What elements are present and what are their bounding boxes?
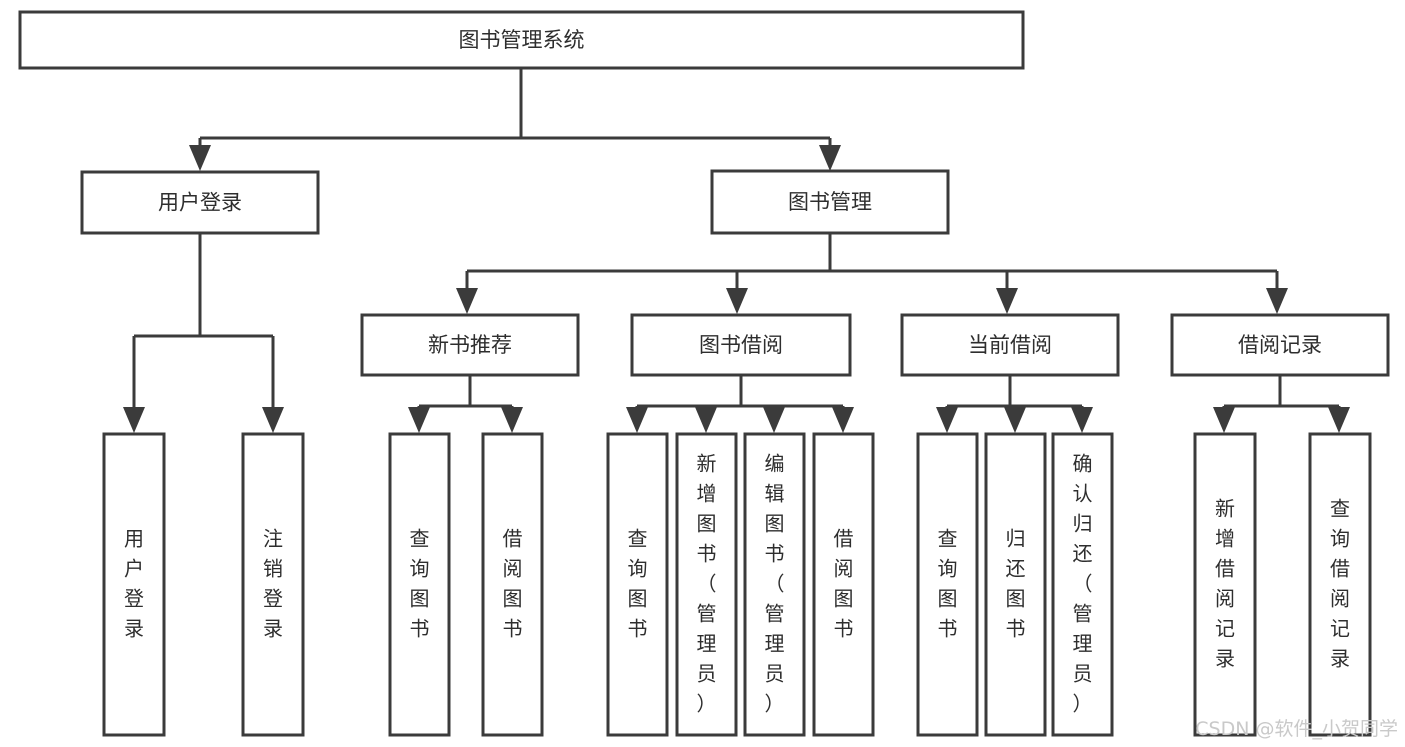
node-box-book-borrow[interactable] (630, 313, 852, 377)
node-leaf-add-record[interactable]: 新增借阅记录 (1193, 432, 1257, 737)
node-box-new-book-recommend[interactable] (360, 313, 580, 377)
node-leaf-query-book-2[interactable]: 查询图书 (606, 432, 669, 737)
connector-arrow-icon (936, 407, 958, 433)
node-leaf-add-book[interactable]: 新增图书（管理员） (675, 432, 738, 737)
node-label-new-book-recommend: 新书推荐 (428, 333, 512, 357)
connector-arrow-icon (1266, 288, 1288, 314)
node-book-borrow[interactable]: 图书借阅 (630, 313, 852, 377)
node-box-leaf-edit-book[interactable] (743, 432, 806, 737)
connector-arrow-icon (262, 407, 284, 433)
node-box-user-login[interactable] (80, 170, 320, 235)
connector-arrow-icon (832, 407, 854, 433)
node-box-leaf-user-login[interactable] (102, 432, 166, 737)
node-label-leaf-query-book-2: 查询图书 (628, 526, 648, 640)
node-label-leaf-query-book-1: 查询图书 (410, 526, 430, 640)
node-leaf-borrow-book-2[interactable]: 借阅图书 (812, 432, 875, 737)
node-label-leaf-add-book: 新增图书（管理员） (697, 451, 717, 715)
connector-arrow-icon (626, 407, 648, 433)
node-box-leaf-confirm-return[interactable] (1051, 432, 1114, 737)
connector-arrow-icon (123, 407, 145, 433)
node-leaf-logout[interactable]: 注销登录 (241, 432, 305, 737)
node-label-leaf-query-record: 查询借阅记录 (1330, 496, 1350, 670)
node-box-leaf-query-record[interactable] (1308, 432, 1372, 737)
node-label-book-borrow: 图书借阅 (699, 333, 783, 357)
node-label-leaf-add-record: 新增借阅记录 (1215, 496, 1235, 670)
connector-arrow-icon (189, 145, 211, 171)
connector-group-bus-root (189, 68, 841, 171)
connector-arrow-icon (695, 407, 717, 433)
node-box-leaf-add-record[interactable] (1193, 432, 1257, 737)
connector-arrow-icon (996, 288, 1018, 314)
connector-group-bus-borrow-record (1213, 375, 1350, 433)
node-leaf-user-login[interactable]: 用户登录 (102, 432, 166, 737)
node-root[interactable]: 图书管理系统 (18, 10, 1025, 70)
node-leaf-query-record[interactable]: 查询借阅记录 (1308, 432, 1372, 737)
connector-arrow-icon (726, 288, 748, 314)
node-box-current-borrow[interactable] (900, 313, 1120, 377)
node-label-current-borrow: 当前借阅 (968, 333, 1052, 357)
connector-group-bus-book-borrow (626, 375, 854, 433)
node-box-book-manage[interactable] (710, 169, 950, 235)
connector-arrow-icon (819, 145, 841, 171)
node-leaf-return-book[interactable]: 归还图书 (984, 432, 1047, 737)
node-label-leaf-return-book: 归还图书 (1006, 526, 1026, 640)
connector-arrow-icon (1213, 407, 1235, 433)
node-label-leaf-query-book-3: 查询图书 (938, 526, 958, 640)
node-box-borrow-record[interactable] (1170, 313, 1390, 377)
connector-arrow-icon (1328, 407, 1350, 433)
node-label-borrow-record: 借阅记录 (1238, 333, 1322, 357)
node-current-borrow[interactable]: 当前借阅 (900, 313, 1120, 377)
node-label-leaf-borrow-book-2: 借阅图书 (834, 526, 854, 640)
node-label-book-manage: 图书管理 (788, 190, 872, 214)
node-label-leaf-logout: 注销登录 (263, 526, 283, 640)
node-leaf-confirm-return[interactable]: 确认归还（管理员） (1051, 432, 1114, 737)
node-box-root[interactable] (18, 10, 1025, 70)
connector-arrow-icon (501, 407, 523, 433)
connector-arrow-icon (1071, 407, 1093, 433)
node-box-leaf-query-book-1[interactable] (388, 432, 451, 737)
connector-group-bus-new-book-recommend (408, 375, 523, 433)
node-label-leaf-edit-book: 编辑图书（管理员） (765, 451, 785, 715)
connector-arrow-icon (408, 407, 430, 433)
node-box-leaf-return-book[interactable] (984, 432, 1047, 737)
node-label-user-login: 用户登录 (158, 191, 242, 215)
node-leaf-query-book-3[interactable]: 查询图书 (916, 432, 979, 737)
connector-group-bus-user-login (123, 233, 284, 433)
connector-arrow-icon (763, 407, 785, 433)
connector-group-bus-current-borrow (936, 375, 1093, 433)
node-label-root: 图书管理系统 (459, 28, 585, 52)
node-box-leaf-query-book-2[interactable] (606, 432, 669, 737)
node-new-book-recommend[interactable]: 新书推荐 (360, 313, 580, 377)
node-leaf-query-book-1[interactable]: 查询图书 (388, 432, 451, 737)
connector-group-bus-book-manage (456, 233, 1288, 314)
node-box-leaf-borrow-book-2[interactable] (812, 432, 875, 737)
node-label-leaf-user-login: 用户登录 (124, 526, 144, 640)
node-user-login[interactable]: 用户登录 (80, 170, 320, 235)
node-box-leaf-query-book-3[interactable] (916, 432, 979, 737)
connector-arrow-icon (1004, 407, 1026, 433)
node-label-leaf-borrow-book-1: 借阅图书 (503, 526, 523, 640)
node-box-leaf-add-book[interactable] (675, 432, 738, 737)
node-box-leaf-borrow-book-1[interactable] (481, 432, 544, 737)
node-label-leaf-confirm-return: 确认归还（管理员） (1073, 451, 1093, 715)
node-box-leaf-logout[interactable] (241, 432, 305, 737)
node-borrow-record[interactable]: 借阅记录 (1170, 313, 1390, 377)
csdn-watermark: CSDN @软件_小贺同学 (1195, 718, 1398, 740)
node-book-manage[interactable]: 图书管理 (710, 169, 950, 235)
connector-arrow-icon (456, 288, 478, 314)
node-leaf-edit-book[interactable]: 编辑图书（管理员） (743, 432, 806, 737)
node-leaf-borrow-book-1[interactable]: 借阅图书 (481, 432, 544, 737)
